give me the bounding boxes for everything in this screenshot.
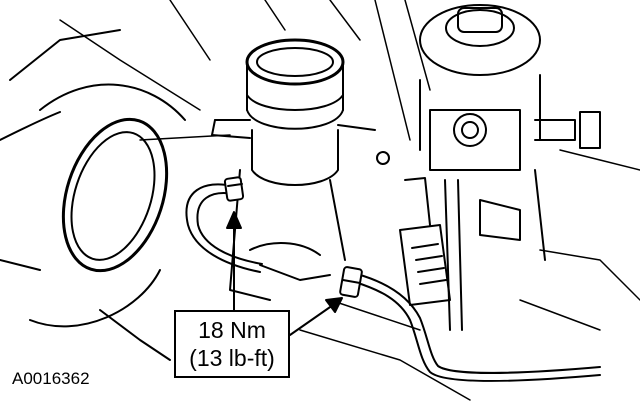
- sensor-connector: [399, 177, 451, 306]
- master-cylinder-body: [229, 151, 390, 301]
- tube-nut-upper: [223, 176, 245, 202]
- leader-arrow-2: [289, 297, 343, 336]
- figure-id: A0016362: [12, 369, 90, 388]
- leader-arrow-1: [226, 211, 242, 311]
- background-structure: [59, 0, 640, 401]
- torque-lbft-label: (13 lb-ft): [189, 345, 275, 371]
- tube-nut-lower: [339, 266, 363, 298]
- booster-assembly: [419, 4, 601, 331]
- torque-callout: 18 Nm (13 lb-ft): [174, 310, 290, 378]
- intake-duct: [0, 29, 186, 361]
- brake-line-lower: [354, 273, 601, 382]
- torque-nm-label: 18 Nm: [198, 317, 266, 343]
- brake-line-upper: [185, 183, 263, 273]
- fluid-reservoir: [211, 38, 376, 186]
